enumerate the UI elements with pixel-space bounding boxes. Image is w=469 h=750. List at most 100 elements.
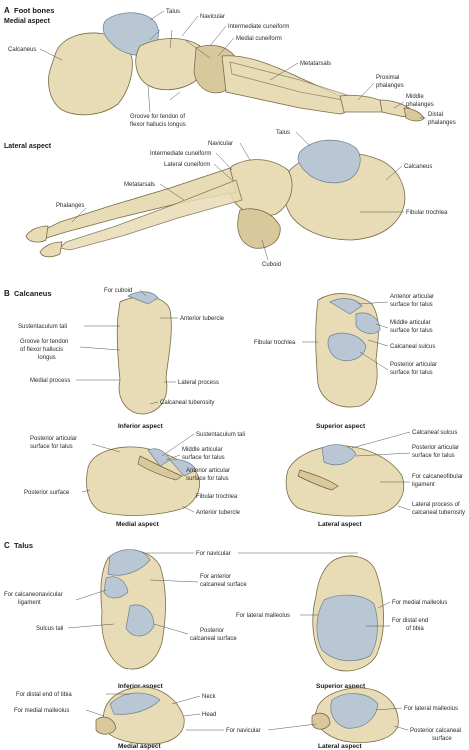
label-for-anterior-2: calcaneal surface [200, 582, 247, 588]
label-anterior-tubercle: Anterior tubercle [180, 316, 225, 322]
label-lat-process-1: Lateral process of [412, 502, 460, 508]
medial-foot-illustration [48, 12, 425, 122]
label-calcaneonavicular-1: For calcaneonavicular [4, 592, 63, 598]
b-medial-aspect: Medial aspect [116, 521, 159, 528]
label-groove-b-1: Groove for tendon [20, 339, 68, 345]
label-for-anterior-1: For anterior [200, 574, 231, 580]
label-middle-1: Middle [406, 94, 424, 100]
label-post-art-1: Posterior articular [390, 362, 437, 368]
section-a-letter: A [4, 6, 10, 15]
label-med-ant-art-2: surface for talus [186, 476, 229, 482]
label-posterior-calc-1: Posterior [200, 628, 224, 634]
label-calcaneus-lat: Calcaneus [404, 164, 432, 170]
label-mid-art-1: Middle articular [390, 320, 431, 326]
label-groove-1: Groove for tendon of [130, 114, 185, 120]
label-med-sustentaculum: Sustentaculum tali [196, 432, 245, 438]
talus-lateral-illustration [311, 687, 399, 743]
section-a-medial-aspect: Medial aspect [4, 18, 51, 25]
label-fibular-trochlea-lat: Fibular trochlea [196, 494, 238, 500]
label-intermediate-cuneiform-lat: Intermediate cuneiform [150, 151, 211, 157]
calcaneus-inferior-illustration [116, 291, 172, 415]
label-ant-art-1: Anterior articular [390, 294, 434, 300]
label-medial-cuneiform: Medial cuneiform [236, 36, 282, 42]
label-head: Head [202, 712, 216, 718]
section-a-lateral-aspect: Lateral aspect [4, 143, 52, 150]
label-distal-1: Distal [428, 112, 443, 118]
label-med-mid-art-1: Middle articular [182, 447, 223, 453]
label-posterior-surface: Posterior surface [24, 490, 70, 496]
label-metatarsals-lat: Metatarsals [124, 182, 155, 188]
section-c-title: Talus [14, 541, 33, 550]
label-talus-lat: Talus [276, 130, 290, 136]
section-a-title: Foot bones [14, 6, 54, 15]
label-for-navicular-bottom: For navicular [226, 728, 261, 734]
label-groove-b-2: of flexor hallucis [20, 347, 63, 353]
lateral-foot-illustration [25, 139, 406, 258]
b-superior-aspect: Superior aspect [316, 423, 366, 430]
label-lat-calcaneal-sulcus: Calcaneal sulcus [412, 430, 457, 436]
c-lateral-aspect: Lateral aspect [318, 743, 363, 750]
label-for-distal-tibia-1: For distal end [392, 618, 428, 624]
label-post-art-2: surface for talus [390, 370, 433, 376]
label-groove-2: flexor hallucis longus [130, 122, 186, 128]
label-for-medial-malleolus-sup: For medial malleolus [392, 600, 447, 606]
label-med-ant-art-1: Anterior articular [186, 468, 230, 474]
label-calcaneus-left: Calcaneus [8, 47, 36, 53]
label-metatarsals-top: Metatarsals [300, 61, 331, 67]
label-groove-b-3: longus [38, 355, 56, 361]
label-posterior-calc-lat-1: Posterior calcaneal [410, 728, 461, 734]
label-navicular-lat: Navicular [208, 141, 233, 147]
label-phalanges: Phalanges [56, 203, 84, 209]
label-for-distal-end-tibia: For distal end of tibia [16, 692, 72, 698]
label-lateral-process: Lateral process [178, 380, 219, 386]
label-lateral-cuneiform: Lateral cuneiform [164, 162, 210, 168]
c-medial-aspect: Medial aspect [118, 743, 161, 750]
label-talus-top: Talus [166, 9, 180, 15]
section-c-letter: C [4, 541, 10, 550]
label-for-medial-malleolus-med: For medial malleolus [14, 708, 69, 714]
label-sustentaculum-tali: Sustentaculum tali [18, 324, 67, 330]
label-med-mid-art-2: surface for talus [182, 455, 225, 461]
label-med-post-art-1: Posterior articular [30, 436, 77, 442]
label-calcaneal-sulcus-sup: Calcaneal sulcus [390, 344, 435, 350]
talus-inferior-illustration [100, 549, 166, 670]
label-distal-2: phalanges [428, 120, 456, 126]
b-lateral-aspect: Lateral aspect [318, 521, 363, 528]
label-proximal-2: phalanges [376, 83, 404, 89]
c-inferior-aspect: Inferior aspect [118, 683, 164, 690]
label-cuboid: Cuboid [262, 262, 281, 268]
label-calcaneonavicular-2: ligament [18, 600, 41, 606]
label-for-navicular-top: For navicular [196, 551, 231, 557]
calcaneus-lateral-illustration [285, 444, 404, 517]
talus-medial-illustration [95, 686, 185, 745]
label-calcaneofibular-1: For calcaneofibular [412, 474, 463, 480]
label-calcaneal-tuberosity: Calcaneal tuberosity [160, 400, 214, 406]
label-for-lateral-malleolus-lat: For lateral malleolus [404, 706, 458, 712]
label-neck: Neck [202, 694, 217, 700]
label-mid-art-2: surface for talus [390, 328, 433, 334]
label-posterior-calc-2: calcaneal surface [190, 636, 237, 642]
label-for-cuboid: For cuboid [104, 288, 132, 294]
calcaneus-medial-illustration [86, 446, 200, 516]
label-middle-2: phalanges [406, 102, 434, 108]
label-intermediate-cuneiform-top: Intermediate cuneiform [228, 24, 289, 30]
label-anterior-tubercle-med: Anterior tubercle [196, 510, 241, 516]
section-b-letter: B [4, 289, 10, 298]
label-lat-post-art-1: Posterior articular [412, 445, 459, 451]
label-med-post-art-2: surface for talus [30, 444, 73, 450]
section-b-title: Calcaneus [14, 289, 52, 298]
label-lat-post-art-2: surface for talus [412, 453, 455, 459]
talus-superior-illustration [312, 555, 384, 672]
label-navicular-top: Navicular [200, 14, 225, 20]
label-lat-process-2: calcaneal tuberosity [412, 510, 465, 516]
label-medial-process: Medial process [30, 378, 70, 384]
label-ant-art-2: surface for talus [390, 302, 433, 308]
b-inferior-aspect: Inferior aspect [118, 423, 164, 430]
label-calcaneofibular-2: ligament [412, 482, 435, 488]
calcaneus-superior-illustration [315, 293, 381, 408]
label-fibular-trochlea: Fibular trochlea [406, 210, 448, 216]
label-for-distal-tibia-2: of tibia [406, 626, 424, 632]
label-fibular-trochlea-sup: Fibular trochlea [254, 340, 296, 346]
label-posterior-calc-lat-2: surface [432, 736, 452, 742]
